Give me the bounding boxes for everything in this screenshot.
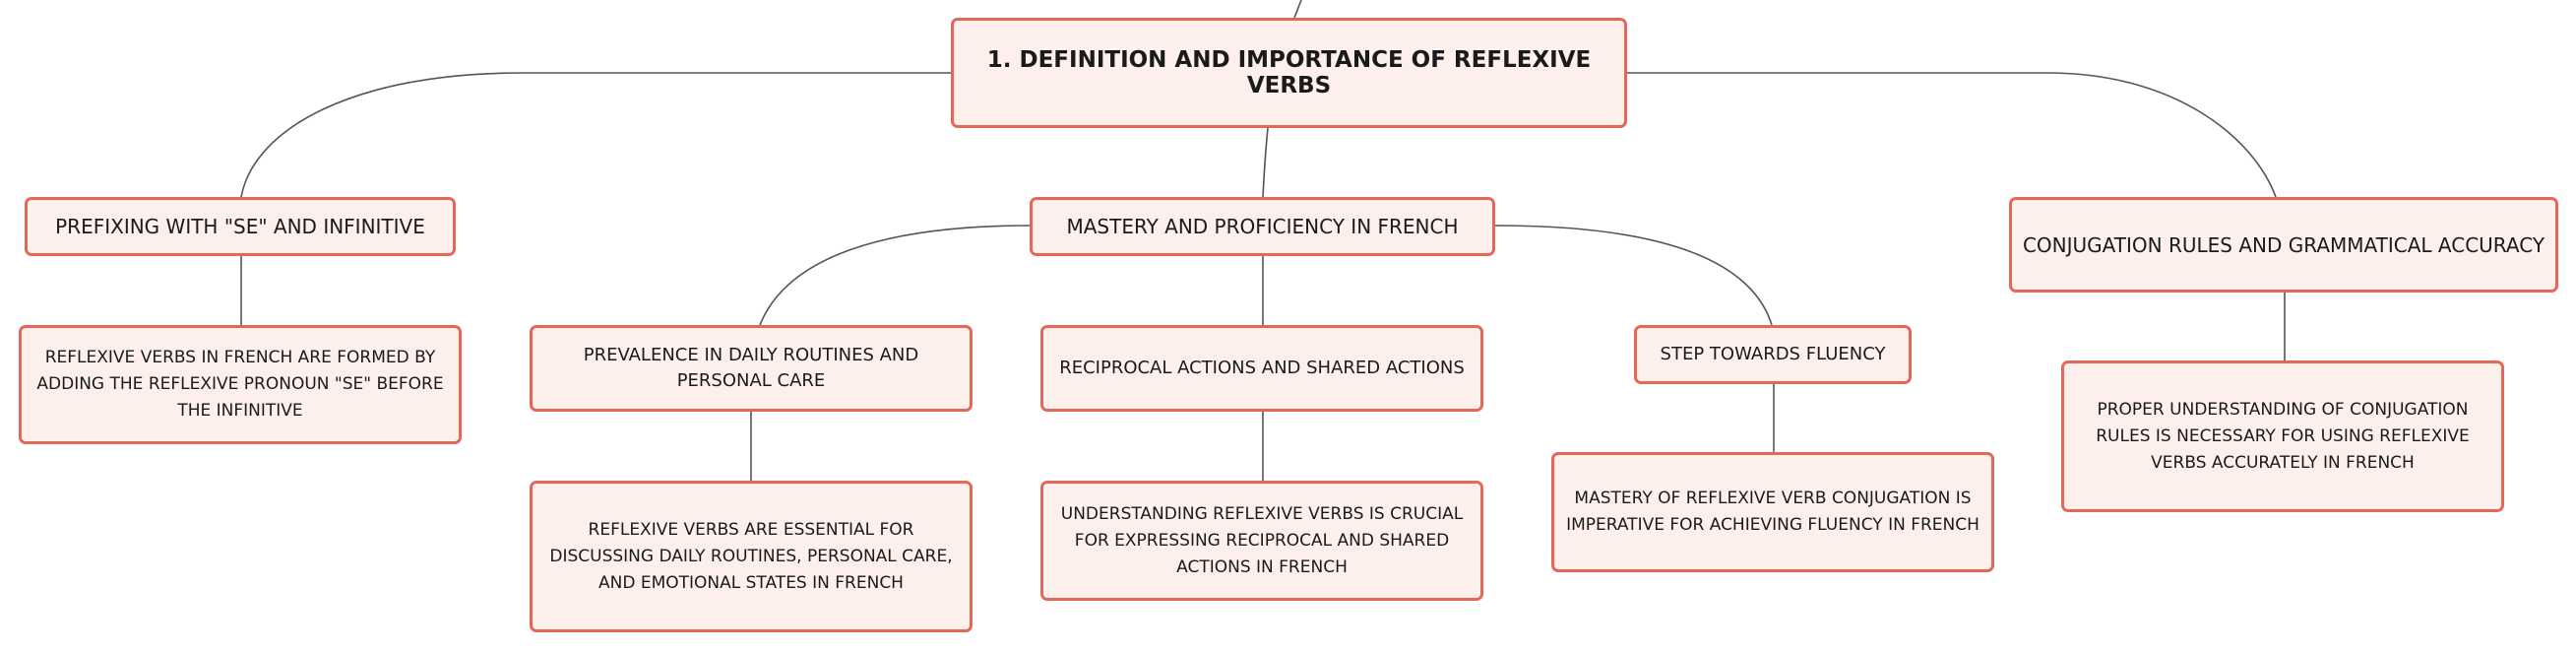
connector-root-to-prefixing [240,72,951,198]
connector-root-to-conjugation [1627,72,2277,198]
node-mastery-label: MASTERY AND PROFICIENCY IN FRENCH [1066,215,1459,238]
node-prefixing-label: PREFIXING WITH "SE" AND INFINITIVE [55,215,425,238]
node-prevalence-label: PREVALENCE IN DAILY ROUTINES AND PERSONA… [583,345,919,391]
node-fluency[interactable]: STEP TOWARDS FLUENCY [1634,325,1912,384]
node-prevalence-detail-text: REFLEXIVE VERBS ARE ESSENTIAL FOR DISCUS… [549,519,953,593]
node-prevalence-detail[interactable]: REFLEXIVE VERBS ARE ESSENTIAL FOR DISCUS… [530,481,973,632]
connector-parent-to-root [1293,0,1302,19]
root-node-label: 1. DEFINITION AND IMPORTANCE OF REFLEXIV… [986,47,1592,98]
node-conjugation-detail[interactable]: PROPER UNDERSTANDING OF CONJUGATION RULE… [2061,360,2504,512]
node-conjugation-label: CONJUGATION RULES AND GRAMMATICAL ACCURA… [2022,232,2545,257]
node-reciprocal[interactable]: RECIPROCAL ACTIONS AND SHARED ACTIONS [1040,325,1483,412]
node-prevalence[interactable]: PREVALENCE IN DAILY ROUTINES AND PERSONA… [530,325,973,412]
node-fluency-detail-text: MASTERY OF REFLEXIVE VERB CONJUGATION IS… [1566,489,1979,535]
connector-mastery-to-fluency [1494,225,1773,326]
node-prefixing-detail[interactable]: REFLEXIVE VERBS IN FRENCH ARE FORMED BY … [19,325,462,444]
node-prefixing[interactable]: PREFIXING WITH "SE" AND INFINITIVE [25,197,456,256]
node-fluency-detail[interactable]: MASTERY OF REFLEXIVE VERB CONJUGATION IS… [1551,452,1994,572]
root-node[interactable]: 1. DEFINITION AND IMPORTANCE OF REFLEXIV… [951,18,1627,128]
node-mastery[interactable]: MASTERY AND PROFICIENCY IN FRENCH [1030,197,1495,256]
node-reciprocal-detail[interactable]: UNDERSTANDING REFLEXIVE VERBS IS CRUCIAL… [1040,481,1483,601]
node-reciprocal-label: RECIPROCAL ACTIONS AND SHARED ACTIONS [1059,358,1465,378]
node-conjugation-detail-text: PROPER UNDERSTANDING OF CONJUGATION RULE… [2096,399,2470,473]
node-prefixing-detail-text: REFLEXIVE VERBS IN FRENCH ARE FORMED BY … [36,348,444,421]
connector-mastery-to-prevalence [759,225,1031,326]
node-reciprocal-detail-text: UNDERSTANDING REFLEXIVE VERBS IS CRUCIAL… [1060,503,1464,577]
node-conjugation[interactable]: CONJUGATION RULES AND GRAMMATICAL ACCURA… [2009,197,2558,293]
connector-root-to-mastery [1262,127,1269,198]
node-fluency-label: STEP TOWARDS FLUENCY [1660,344,1886,364]
